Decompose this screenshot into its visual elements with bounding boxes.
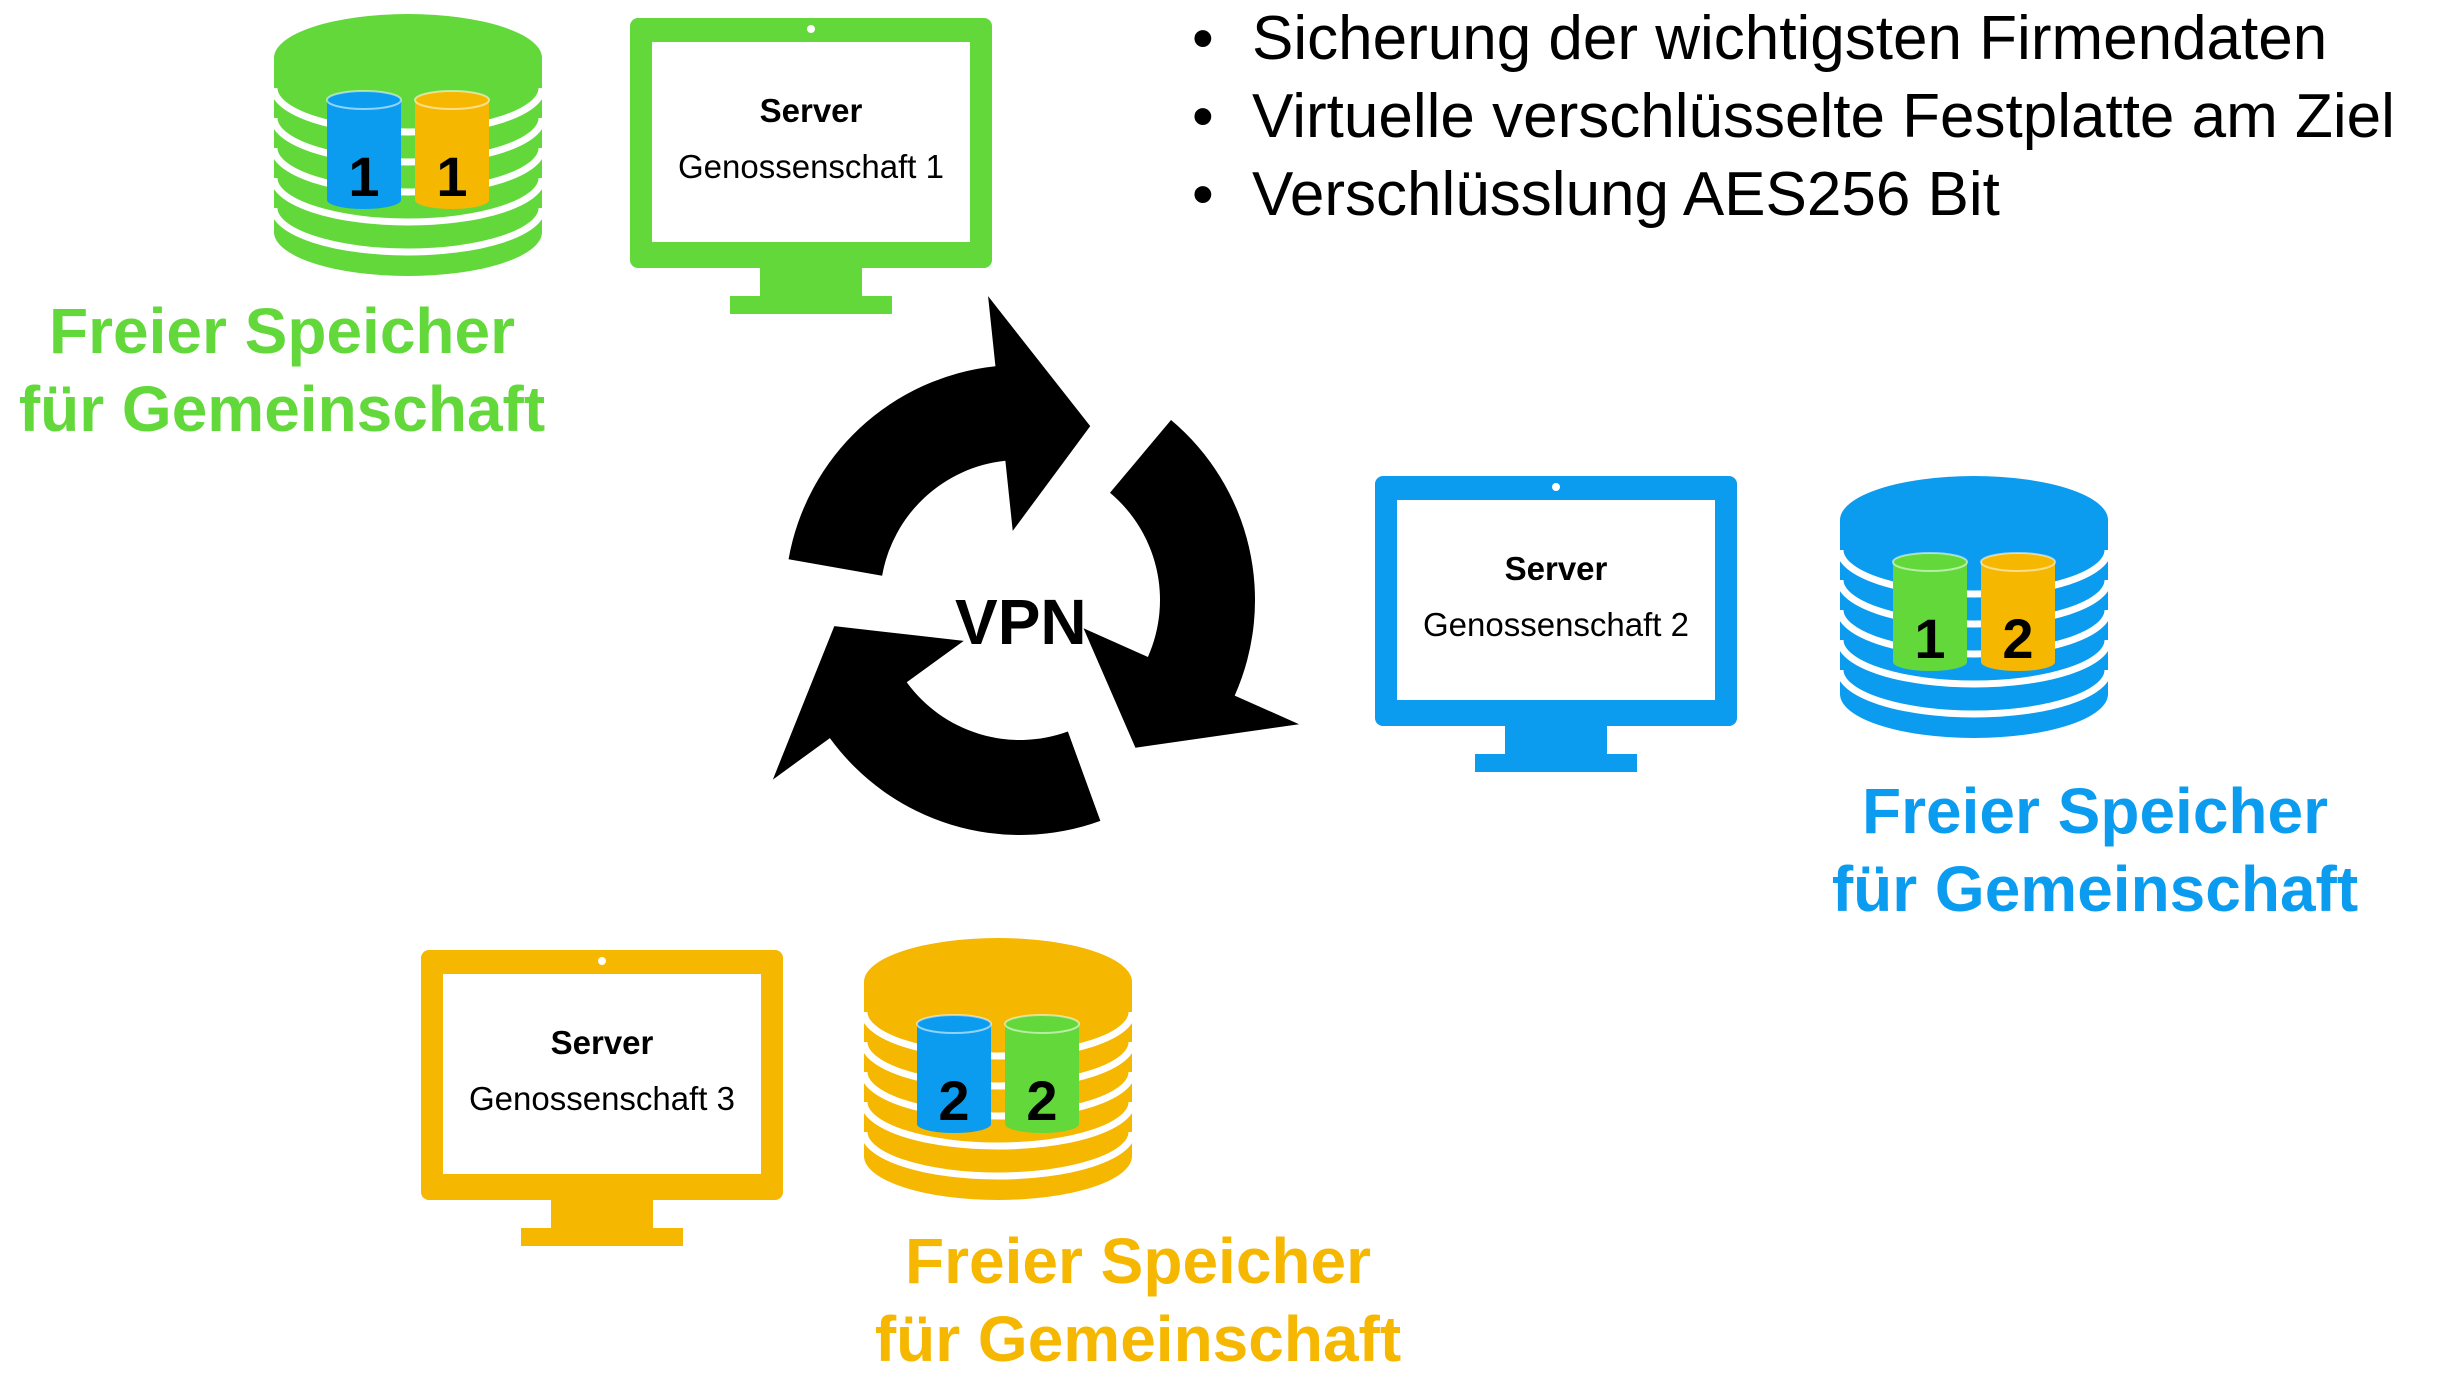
bullet-dot: •: [1192, 160, 1214, 229]
bullet-item: • Sicherung der wichtigsten Firmendaten: [1180, 0, 2395, 78]
bullet-text: Virtuelle verschlüsselte Festplatte am Z…: [1252, 82, 2395, 151]
caption-line: für Gemeinschaft: [18, 373, 546, 445]
drive-icon: 2: [1980, 552, 2056, 671]
cycle-arrow: [1083, 419, 1300, 748]
caption-line: Freier Speicher: [49, 295, 515, 367]
bullet-dot: •: [1192, 82, 1214, 151]
bullet-dot: •: [1192, 4, 1214, 73]
caption-line: für Gemeinschaft: [1831, 853, 2359, 925]
server-subtitle: Genossenschaft 1: [678, 148, 944, 185]
bullet-list: • Sicherung der wichtigsten Firmendaten •…: [1180, 0, 2395, 234]
vpn-label: VPN: [955, 586, 1087, 658]
bullet-text: Sicherung der wichtigsten Firmendaten: [1252, 4, 2328, 73]
drive-icon: 2: [1004, 1014, 1080, 1133]
drive-icon: 1: [1892, 552, 1968, 671]
bullet-item: • Verschlüsslung AES256 Bit: [1180, 156, 2395, 234]
cycle-arrow: [772, 626, 1101, 835]
drive-icon: 2: [916, 1014, 992, 1133]
drive-label: 2: [1026, 1069, 1057, 1132]
server-monitor-3: Server Genossenschaft 3: [421, 950, 783, 1248]
drive-icon: 1: [326, 90, 402, 209]
cycle-arrows-icon: [772, 296, 1300, 835]
bullet-text: Verschlüsslung AES256 Bit: [1252, 160, 2000, 229]
storage-caption-3: Freier Speicher für Gemeinschaft: [818, 1222, 1458, 1378]
drive-label: 2: [2002, 607, 2033, 670]
server-title: Server: [759, 92, 863, 129]
server-monitor-2: Server Genossenschaft 2: [1375, 476, 1737, 774]
storage-caption-2: Freier Speicher für Gemeinschaft: [1775, 772, 2415, 928]
cycle-arrow: [788, 296, 1091, 576]
caption-line: Freier Speicher: [905, 1225, 1371, 1297]
caption-line: Freier Speicher: [1862, 775, 2328, 847]
storage-caption-1: Freier Speicher für Gemeinschaft: [0, 292, 602, 448]
caption-line: für Gemeinschaft: [874, 1303, 1402, 1375]
server-monitor-1: Server Genossenschaft 1: [630, 18, 992, 316]
server-subtitle: Genossenschaft 3: [469, 1080, 735, 1117]
drive-label: 2: [938, 1069, 969, 1132]
server-subtitle: Genossenschaft 2: [1423, 606, 1689, 643]
drive-label: 1: [348, 145, 379, 208]
bullet-item: • Virtuelle verschlüsselte Festplatte am …: [1180, 78, 2395, 156]
server-title: Server: [1504, 550, 1608, 587]
drive-icon: 1: [414, 90, 490, 209]
drive-label: 1: [436, 145, 467, 208]
drive-label: 1: [1914, 607, 1945, 670]
server-title: Server: [550, 1024, 654, 1061]
